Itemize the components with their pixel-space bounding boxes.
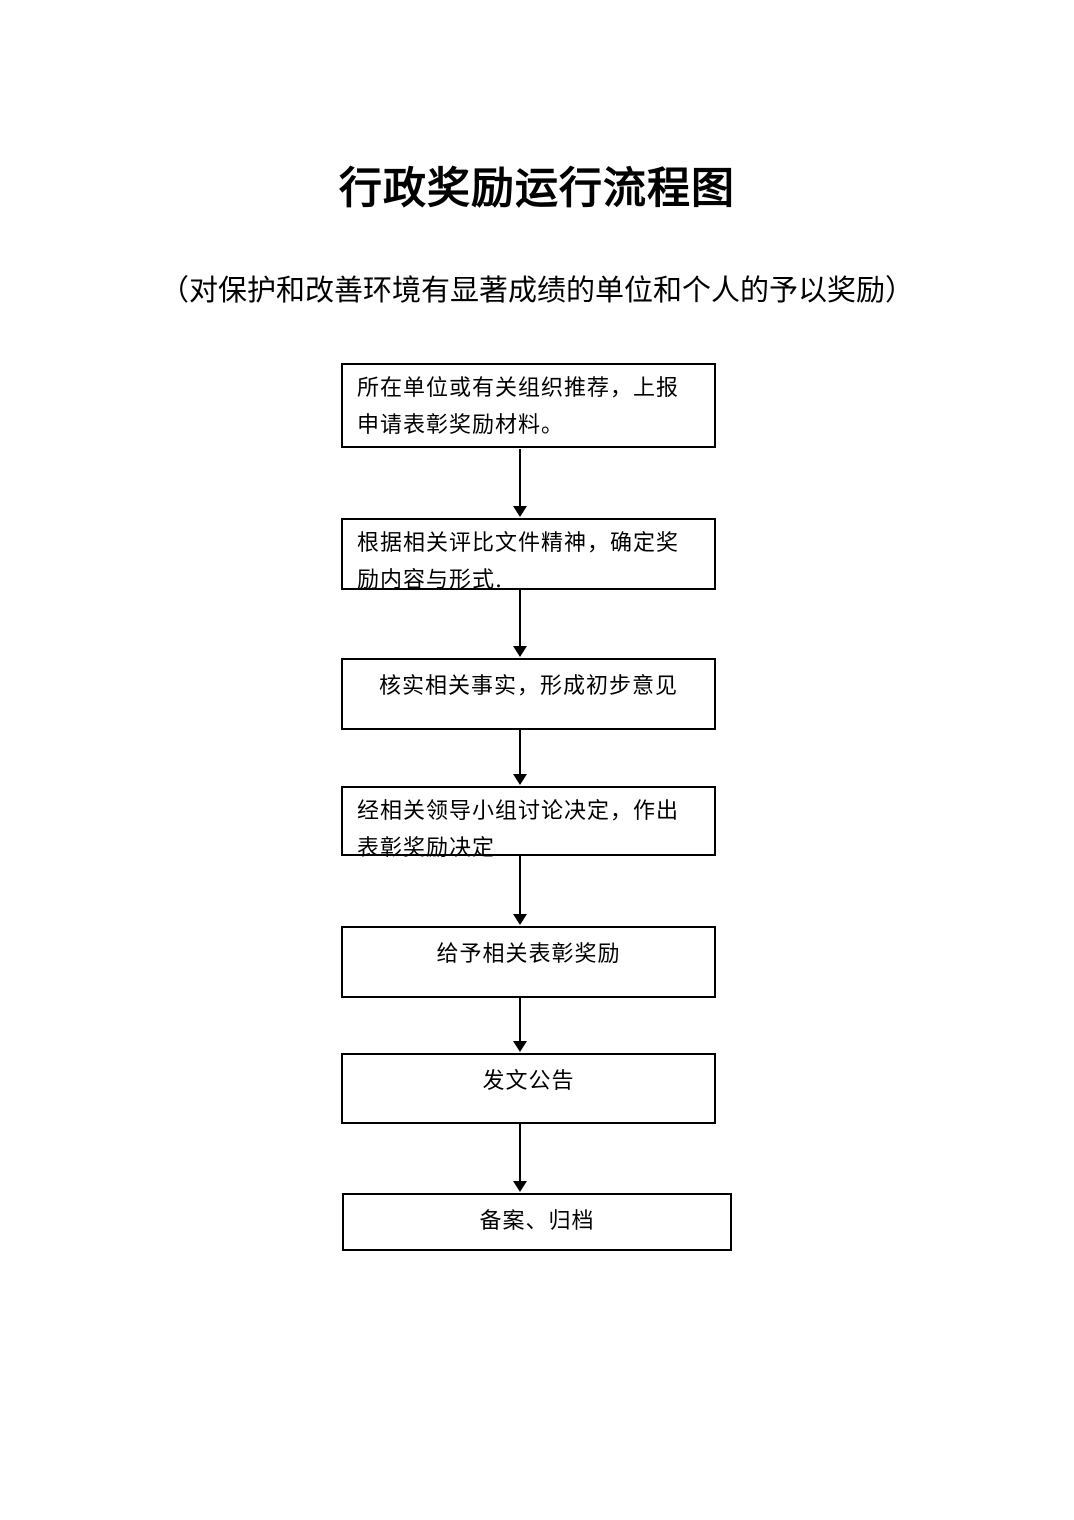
arrow-down-connector-2 [513,590,527,657]
arrow-head-icon [513,1181,527,1192]
arrow-down-connector-5 [513,998,527,1052]
arrow-head-icon [513,774,527,785]
arrow-shaft [519,590,521,648]
arrow-head-icon [513,646,527,657]
arrow-shaft [519,730,521,776]
arrow-shaft [519,998,521,1043]
arrow-shaft [519,856,521,916]
flow-node-verify-facts: 核实相关事实，形成初步意见 [341,658,716,730]
arrow-head-icon [513,914,527,925]
arrow-shaft [519,1124,521,1183]
flow-node-grant-award: 给予相关表彰奖励 [341,926,716,998]
page-title: 行政奖励运行流程图 [339,164,735,214]
flow-node-leadership-decision: 经相关领导小组讨论决定，作出表彰奖励决定 [341,786,716,861]
arrow-down-connector-3 [513,730,527,785]
flow-node-announce: 发文公告 [341,1053,716,1124]
flow-node-recommend: 所在单位或有关组织推荐，上报申请表彰奖励材料。 [341,363,716,448]
arrow-shaft [519,449,521,508]
flow-node-determine-award: 根据相关评比文件精神，确定奖励内容与形式. [341,518,716,593]
arrow-head-icon [513,506,527,517]
page-subtitle: （对保护和改善环境有显著成绩的单位和个人的予以奖励） [159,273,914,307]
arrow-down-connector-4 [513,856,527,925]
flow-node-archive: 备案、归档 [342,1193,732,1251]
arrow-head-icon [513,1041,527,1052]
arrow-down-connector-1 [513,449,527,517]
arrow-down-connector-6 [513,1124,527,1192]
